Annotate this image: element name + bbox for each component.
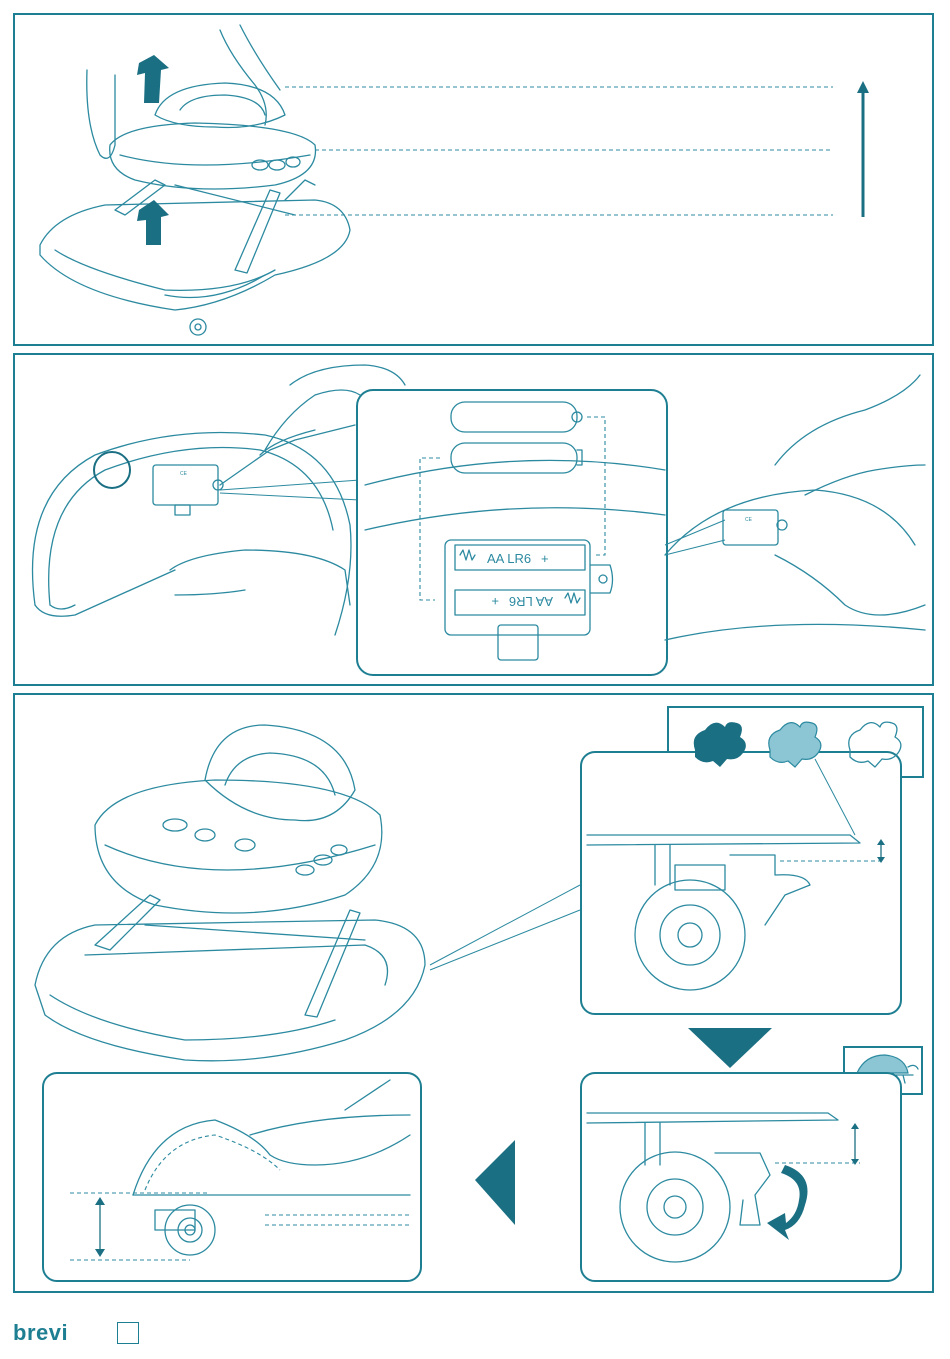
arrow-up-icon bbox=[137, 200, 169, 245]
battery-bottom-label: AA LR6 bbox=[509, 594, 553, 609]
height-adjust-illustration bbox=[15, 15, 936, 348]
triangle-left-icon bbox=[475, 1140, 515, 1225]
speed-brake-illustration bbox=[15, 695, 936, 1295]
panel-height-adjust bbox=[13, 13, 934, 346]
ce-mark-text: CE bbox=[180, 471, 188, 477]
battery-plus-top: + bbox=[541, 551, 549, 566]
arrow-up-icon bbox=[137, 55, 169, 103]
ce-mark-text-right: CE bbox=[745, 517, 753, 523]
battery-illustration: CE AA LR6 + AA LR6 + bbox=[15, 355, 936, 688]
battery-plus-bottom: + bbox=[491, 594, 499, 609]
arrow-up-icon bbox=[857, 81, 869, 93]
battery-top-label: AA LR6 bbox=[487, 551, 531, 566]
brevi-logo: brevi bbox=[13, 1320, 68, 1346]
triangle-down-icon bbox=[688, 1028, 772, 1068]
panel-speed-brake bbox=[13, 693, 934, 1293]
page-number-box bbox=[117, 1322, 139, 1344]
panel-battery: CE AA LR6 + AA LR6 + bbox=[13, 353, 934, 686]
footer: brevi bbox=[13, 1318, 213, 1348]
